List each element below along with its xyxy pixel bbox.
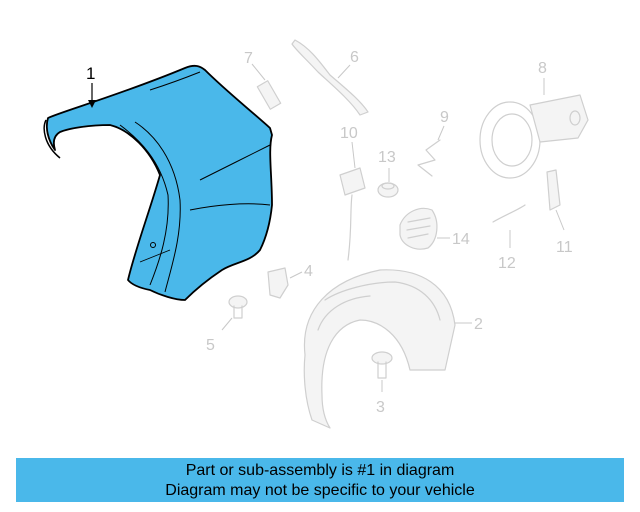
- parts-diagram: 1 6 7 8 9 10 13 14: [43, 39, 589, 429]
- leader-line-4: [289, 271, 303, 279]
- leader-line-9: [437, 125, 445, 141]
- leader-line-6: [337, 64, 351, 79]
- callout-13: 13: [378, 149, 396, 166]
- leader-line-10: [351, 141, 356, 169]
- callout-5: 5: [206, 337, 215, 354]
- callout-6: 6: [350, 49, 359, 66]
- callout-11: 11: [556, 239, 573, 256]
- leader-line-7: [251, 63, 266, 81]
- callout-10: 10: [340, 125, 358, 142]
- part-10-actuator: [339, 167, 366, 261]
- part-3-screw: [371, 351, 393, 379]
- part-9-spring-clip: [417, 139, 441, 177]
- part-12-hose: [492, 204, 526, 223]
- callout-1: 1: [86, 64, 95, 83]
- quarter-panel-part-1[interactable]: [43, 64, 273, 301]
- callout-9: 9: [440, 109, 449, 126]
- callout-8: 8: [538, 60, 547, 77]
- banner-line-2: Diagram may not be specific to your vehi…: [165, 482, 475, 499]
- callout-12: 12: [498, 255, 516, 272]
- part-8-fuel-door: [479, 94, 589, 179]
- part-5-fastener: [228, 295, 248, 319]
- callout-3: 3: [376, 399, 385, 416]
- info-banner: Part or sub-assembly is #1 in diagram Di…: [16, 458, 624, 502]
- part-11-bracket: [546, 169, 561, 211]
- callout-4: 4: [304, 263, 313, 280]
- callout-2: 2: [474, 316, 483, 333]
- banner-line-1: Part or sub-assembly is #1 in diagram: [185, 462, 455, 479]
- leader-arrow-1: [88, 100, 96, 108]
- callout-7: 7: [244, 50, 253, 67]
- part-4-clip: [267, 267, 289, 299]
- leader-line-5: [221, 317, 233, 331]
- part-13-grommet: [377, 182, 399, 198]
- callout-14: 14: [452, 231, 470, 248]
- part-7-clip: [256, 80, 282, 110]
- part-14-vent: [399, 207, 438, 250]
- part-2-wheel-liner: [303, 269, 456, 429]
- leader-line-11: [555, 209, 565, 231]
- part-6-strip: [291, 39, 369, 116]
